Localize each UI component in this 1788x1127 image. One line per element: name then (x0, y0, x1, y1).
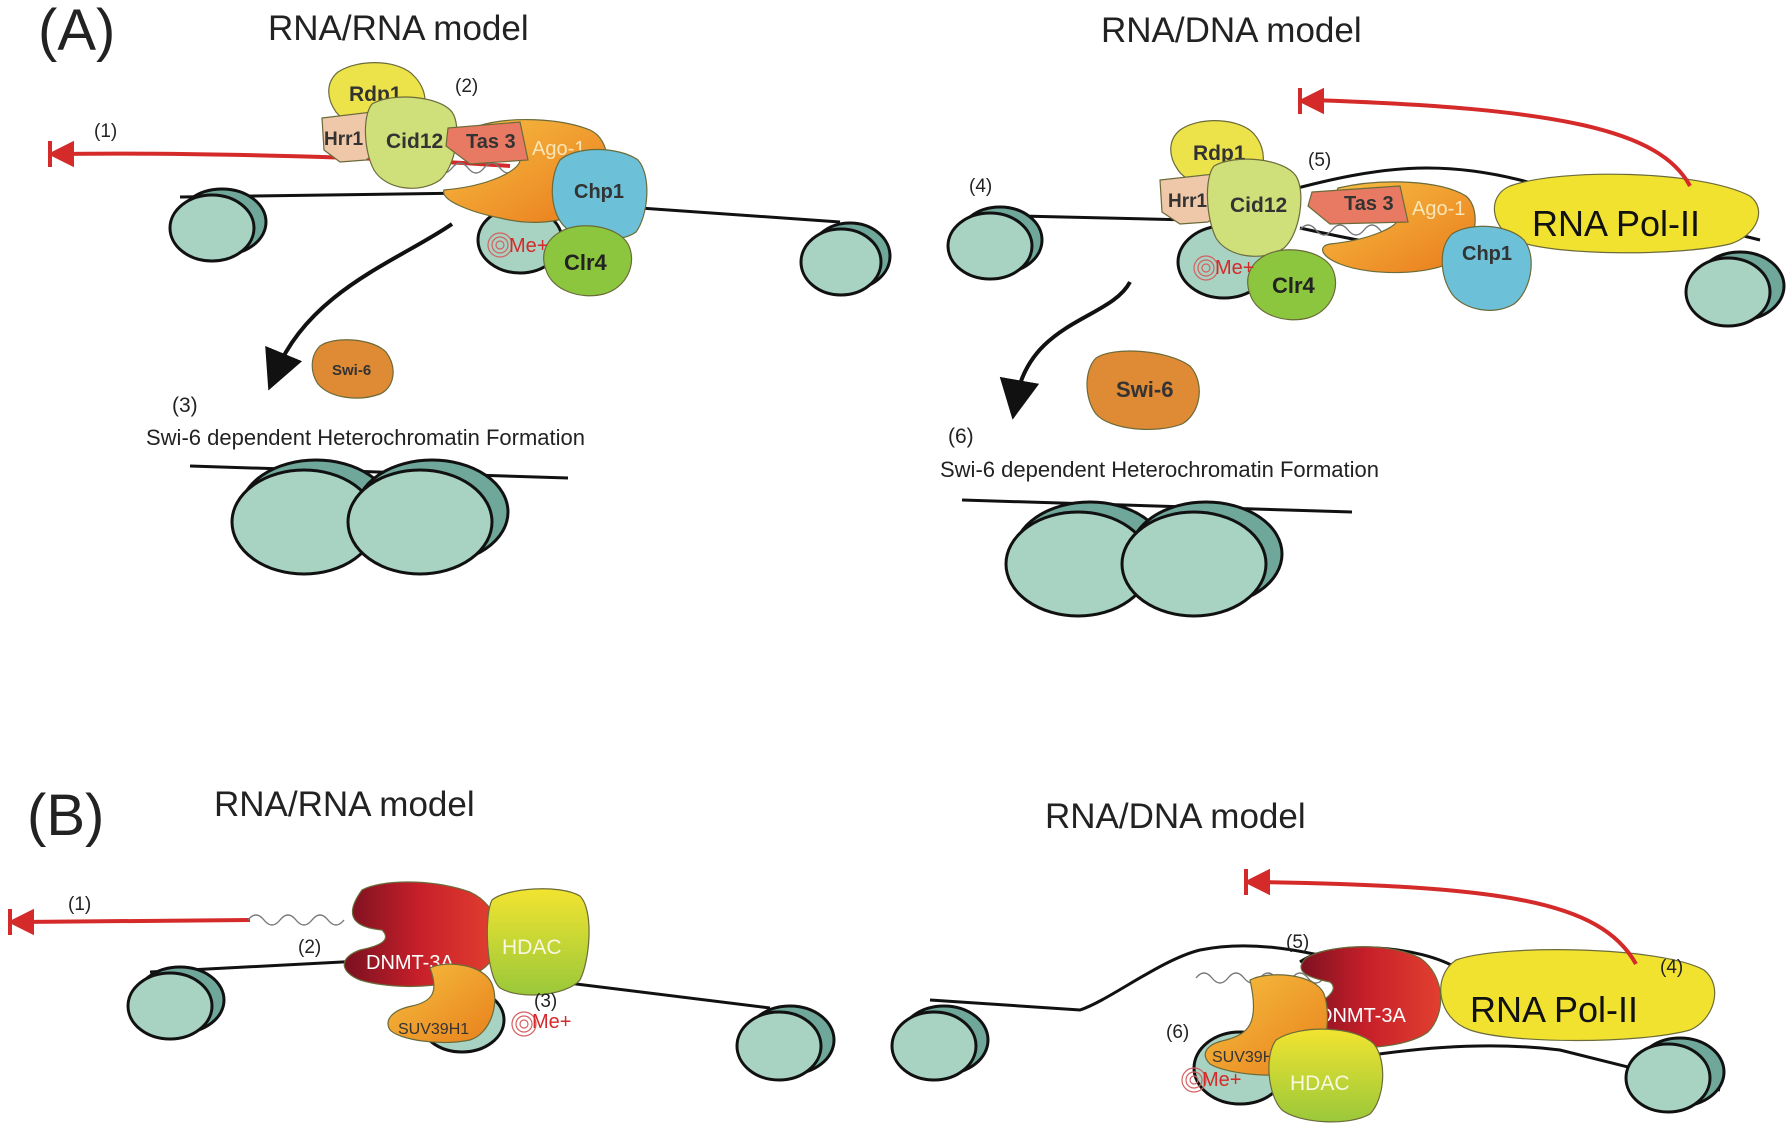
tas3-label: Tas 3 (1344, 193, 1394, 215)
rna-arrow-head (1243, 868, 1270, 896)
cid12-label: Cid12 (386, 130, 443, 153)
tas3-protein (445, 121, 529, 165)
rna-transcript-arrow (1309, 98, 1692, 187)
step-6-label: (6) (948, 425, 974, 448)
swi6-protein (1086, 350, 1200, 431)
step-4-label: (4) (1660, 957, 1683, 978)
rna-pol-ii-label: RNA Pol-II (1532, 203, 1700, 244)
rna-duplex-helix (247, 914, 345, 926)
step-3-label: (3) (534, 991, 557, 1012)
dnmt3a-protein (343, 881, 499, 988)
rna-arrow-head (1297, 87, 1324, 115)
methylation-mark-icon (487, 232, 513, 258)
step-5-label: (5) (1286, 932, 1309, 953)
me-label: Me+ (1202, 1069, 1241, 1091)
step-1-label: (1) (94, 121, 117, 142)
nucleosome (168, 187, 268, 263)
hdac-label: HDAC (502, 936, 562, 959)
me-label: Me+ (532, 1011, 571, 1033)
nucleosome (1684, 250, 1786, 328)
step-2-label: (2) (455, 76, 478, 97)
pathway-arrow (265, 222, 454, 391)
swi6-protein (311, 339, 394, 399)
panel-b-left-title: RNA/RNA model (214, 785, 475, 824)
nucleosome (890, 1004, 990, 1082)
panel-a-rna-rna-model: RNA/RNA model (1) Rdp1 Hrr1 Cid12 (2) Ag… (47, 9, 892, 576)
clr4-protein (1247, 249, 1337, 321)
chp1-label: Chp1 (1462, 243, 1512, 265)
hdac-protein (486, 888, 590, 996)
clr4-label: Clr4 (1272, 273, 1316, 298)
panel-a-label: (A) (38, 0, 115, 63)
tas3-protein (1307, 185, 1409, 225)
pathway-arrow (999, 281, 1132, 420)
suv39h1-protein (387, 963, 496, 1043)
heterochromatin-result-label: Swi-6 dependent Heterochromatin Formatio… (146, 425, 585, 450)
methylation-mark-icon (1193, 255, 1219, 281)
step-3-label: (3) (172, 394, 198, 417)
hrr1-label: Hrr1 (324, 129, 364, 150)
hrr1-label: Hrr1 (1168, 191, 1208, 212)
step-6-label: (6) (1166, 1022, 1189, 1043)
panel-b-rna-dna-model: RNA/DNA model RNA Pol-II (4) (5) DNMT-3A… (890, 797, 1726, 1123)
panel-b-label: (B) (27, 783, 104, 848)
step-2-label: (2) (298, 937, 321, 958)
chp1-label: Chp1 (574, 181, 624, 203)
methylation-mark-icon (511, 1011, 537, 1037)
nucleosome (946, 205, 1044, 281)
swi6-label: Swi-6 (1116, 377, 1173, 402)
nucleosome (346, 458, 510, 576)
nucleosome (126, 965, 226, 1041)
panel-a-right-title: RNA/DNA model (1101, 11, 1362, 50)
step-1-label: (1) (68, 894, 91, 915)
heterochromatin-fiber (961, 498, 1353, 514)
rna-pol-ii-label: RNA Pol-II (1470, 989, 1638, 1030)
chp1-protein (1441, 225, 1532, 311)
step-5-label: (5) (1308, 150, 1331, 171)
clr4-label: Clr4 (564, 250, 608, 275)
tas3-label: Tas 3 (466, 131, 516, 153)
nucleosome (1120, 500, 1284, 618)
rna-arrow-head (47, 140, 74, 168)
panel-a-rna-dna-model: RNA/DNA model (4) RNA Pol-II Rdp1 Hrr1 C… (940, 11, 1786, 618)
nucleosome (735, 1004, 836, 1082)
cid12-protein (364, 96, 458, 189)
nucleosome (1624, 1036, 1726, 1114)
methylation-mark-icon (1181, 1067, 1207, 1093)
suv39h1-label: SUV39H1 (1212, 1049, 1283, 1066)
step-4-label: (4) (969, 176, 992, 197)
heterochromatin-fiber (189, 464, 569, 480)
panel-a-left-title: RNA/RNA model (268, 9, 529, 48)
dnmt3a-label: DNMT-3A (1318, 1005, 1406, 1027)
cid12-label: Cid12 (1230, 194, 1287, 217)
chp1-protein (551, 148, 648, 240)
rna-pol-ii-protein (1440, 949, 1716, 1042)
rna-transcript-arrow (1255, 880, 1638, 965)
swi6-label: Swi-6 (332, 362, 371, 379)
chromatin-fiber (1019, 166, 1761, 242)
rna-arrow-head (7, 908, 34, 936)
hdac-label: HDAC (1290, 1072, 1350, 1095)
panel-b-right-title: RNA/DNA model (1045, 797, 1306, 836)
clr4-protein (543, 225, 633, 297)
me-label: Me+ (1215, 257, 1254, 279)
ago1-label: Ago-1 (1412, 198, 1465, 220)
rna-transcript-arrow (19, 918, 251, 924)
heterochromatin-result-label: Swi-6 dependent Heterochromatin Formatio… (940, 457, 1379, 482)
nucleosome (799, 221, 892, 297)
panel-b-rna-rna-model: RNA/RNA model (1) DNMT-3A (2) HDAC SUV39… (7, 785, 836, 1082)
hdac-protein (1268, 1028, 1384, 1123)
cid12-protein (1206, 158, 1302, 257)
rdp1-label: Rdp1 (1193, 142, 1246, 165)
suv39h1-label: SUV39H1 (398, 1021, 469, 1038)
me-label: Me+ (509, 235, 548, 257)
